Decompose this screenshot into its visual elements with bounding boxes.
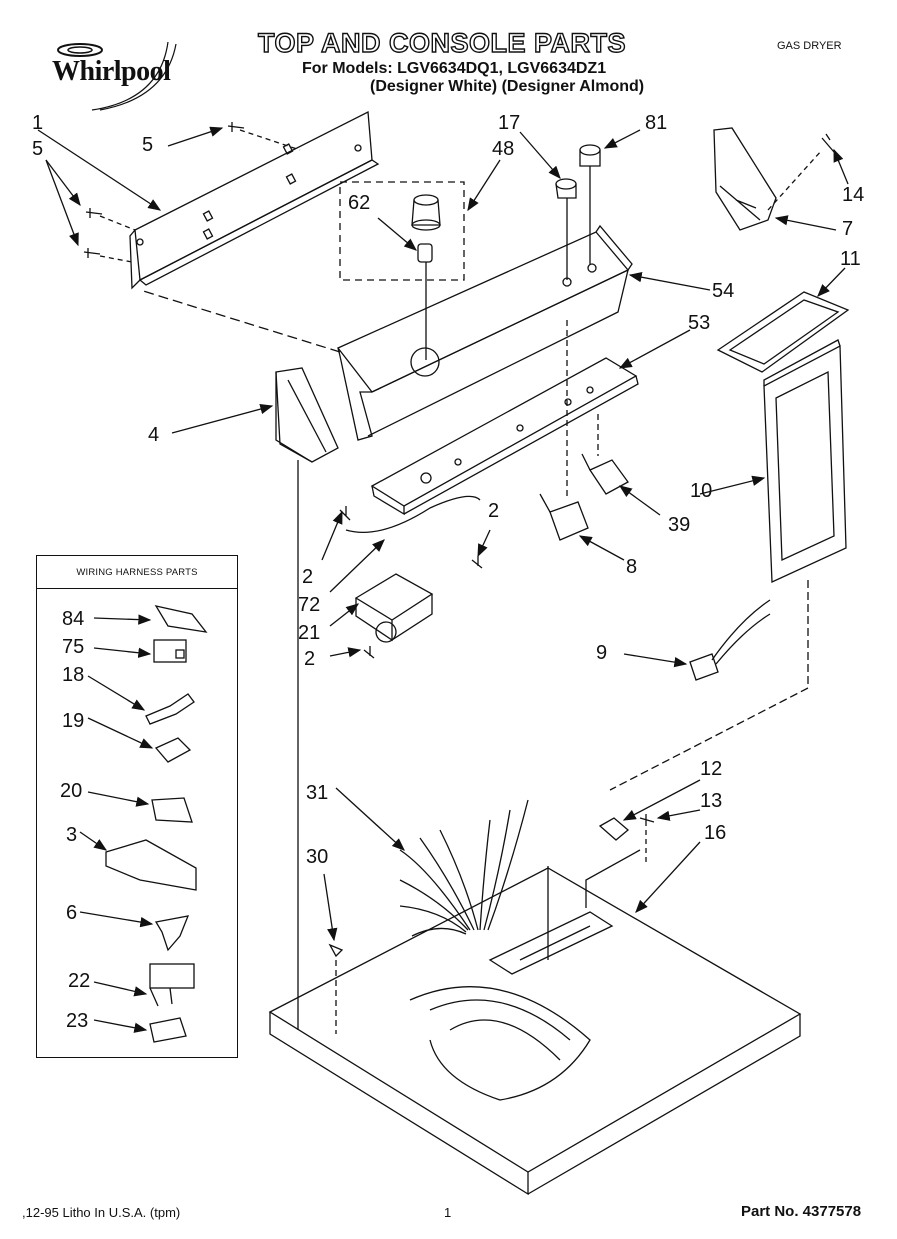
callout-2: 2 [302, 566, 314, 588]
callout-16: 16 [704, 822, 727, 844]
part-harness-9 [689, 599, 771, 681]
callout-14: 14 [842, 184, 865, 206]
part-knob-17 [555, 178, 577, 280]
callout-5: 5 [32, 138, 44, 160]
callout-23: 23 [66, 1010, 89, 1032]
callout-48: 48 [492, 138, 515, 160]
callout-13: 13 [700, 790, 723, 812]
part-end-bracket [713, 127, 835, 231]
callout-7: 7 [842, 218, 854, 240]
part-control-panel [370, 357, 639, 516]
footer-page-number: 1 [444, 1205, 452, 1220]
callout-2: 2 [488, 500, 500, 522]
part-wire-harness [399, 799, 591, 1101]
callout-4: 4 [148, 424, 160, 446]
models-line: For Models: LGV6634DQ1, LGV6634DZ1 [302, 60, 607, 77]
callout-1: 1 [32, 112, 44, 134]
callout-30: 30 [306, 846, 329, 868]
callout-5: 5 [142, 134, 154, 156]
callout-81: 81 [645, 112, 668, 134]
part-screws [83, 122, 245, 258]
whirlpool-logo [57, 41, 177, 111]
callout-19: 19 [62, 710, 85, 732]
callout-17: 17 [498, 112, 521, 134]
callout-6: 6 [66, 902, 78, 924]
callout-11: 11 [840, 248, 861, 270]
callout-21: 21 [298, 622, 321, 644]
callout-54: 54 [712, 280, 735, 302]
callout-20: 20 [60, 780, 83, 802]
callout-22: 22 [68, 970, 91, 992]
callout-31: 31 [306, 782, 329, 804]
part-timer [354, 573, 434, 643]
part-window-frame [763, 339, 847, 583]
callout-8: 8 [626, 556, 638, 578]
callout-9: 9 [596, 642, 608, 664]
inset-title: WIRING HARNESS PARTS [37, 556, 237, 589]
callout-12: 12 [700, 758, 723, 780]
wiring-harness-inset: WIRING HARNESS PARTS [36, 555, 238, 1058]
part-knob [411, 194, 441, 263]
part-lens [716, 291, 850, 373]
part-console [336, 224, 633, 441]
callout-18: 18 [62, 664, 85, 686]
models-colors: (Designer White) (Designer Almond) [370, 78, 645, 95]
inset-parts [105, 605, 208, 1043]
part-switch-8 [539, 493, 589, 541]
callout-2: 2 [304, 648, 316, 670]
callout-62: 62 [348, 192, 371, 214]
part-knob-81 [579, 144, 601, 265]
footer-part-number: Part No. 4377578 [741, 1203, 862, 1220]
callout-84: 84 [62, 608, 85, 630]
footer-litho: ,12-95 Litho In U.S.A. (tpm) [22, 1205, 181, 1220]
part-console-bracket [129, 110, 380, 290]
callout-53: 53 [688, 312, 711, 334]
product-type: GAS DRYER [777, 40, 842, 52]
part-top-panel [268, 849, 802, 1196]
part-endcap [275, 367, 339, 463]
page-title: TOP AND CONSOLE PARTS [257, 27, 627, 58]
brand-name: Whirlpool [52, 56, 171, 87]
part-switch-39 [581, 453, 629, 495]
callout-75: 75 [62, 636, 85, 658]
callout-10: 10 [690, 480, 713, 502]
callout-39: 39 [668, 514, 691, 536]
callout-72: 72 [298, 594, 321, 616]
callout-3: 3 [66, 824, 78, 846]
